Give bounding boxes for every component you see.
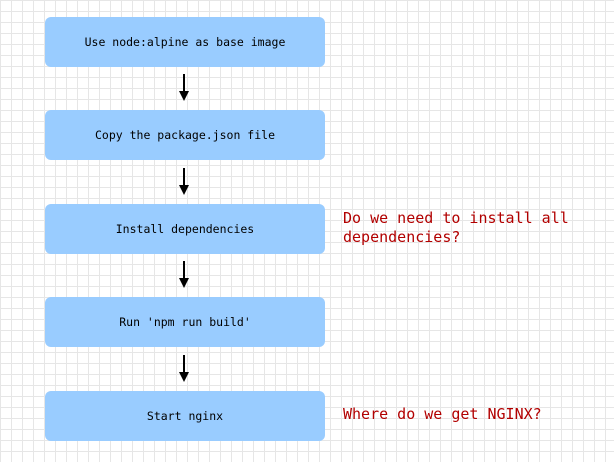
annotation-nginx-question[interactable]: Where do we get NGINX? xyxy=(343,405,542,423)
step-box-copy-package[interactable]: Copy the package.json file xyxy=(45,110,325,160)
step-label: Copy the package.json file xyxy=(94,128,275,142)
step-label: Run 'npm run build' xyxy=(119,315,251,329)
step-box-base-image[interactable]: Use node:alpine as base image xyxy=(45,17,325,67)
annotation-dependencies-question[interactable]: Do we need to install all dependencies? xyxy=(343,209,569,246)
step-label: Install dependencies xyxy=(115,222,255,236)
step-box-run-build[interactable]: Run 'npm run build' xyxy=(45,297,325,347)
down-arrow-icon xyxy=(179,355,189,382)
step-label: Use node:alpine as base image xyxy=(84,35,286,49)
down-arrow-icon xyxy=(179,261,189,288)
step-box-install-dependencies[interactable]: Install dependencies xyxy=(45,204,325,254)
step-label: Start nginx xyxy=(146,409,224,423)
down-arrow-icon xyxy=(179,74,189,101)
down-arrow-icon xyxy=(179,168,189,195)
step-box-start-nginx[interactable]: Start nginx xyxy=(45,391,325,441)
